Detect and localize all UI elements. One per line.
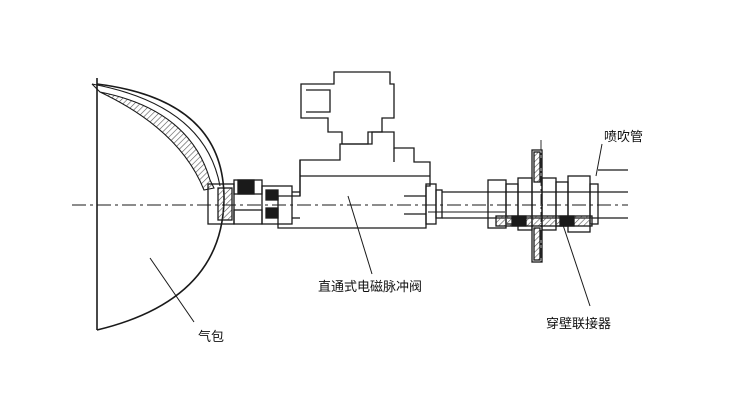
inlet-fitting (207, 179, 300, 225)
outlet-nut (425, 183, 443, 225)
wall-connector-label: 穿壁联接器 (546, 317, 612, 332)
leader-lines (149, 143, 603, 323)
wall-connector (487, 149, 599, 263)
pulse-valve-label: 直通式电磁脉冲阀 (318, 280, 423, 295)
air-tank (91, 78, 225, 331)
blow-pipe-label: 喷吹管 (604, 130, 644, 145)
air-tank-label: 气包 (198, 330, 225, 345)
pulse-valve (277, 71, 431, 229)
